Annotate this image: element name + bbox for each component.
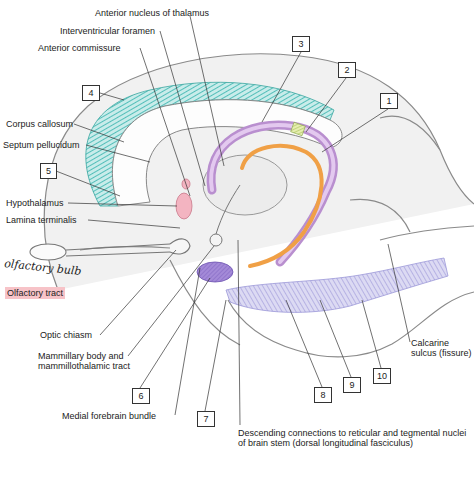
leader-lines — [160, 31, 205, 186]
olfactory-structures — [30, 239, 190, 260]
leader-lines — [362, 300, 381, 368]
brain-outline — [44, 54, 474, 357]
olfactory-structures — [66, 244, 170, 256]
leader-lines — [140, 278, 210, 388]
anatomy-label: Optic chiasm — [40, 330, 92, 340]
leader-lines — [140, 48, 190, 196]
mammillary-body — [210, 234, 222, 246]
leader-lines — [205, 300, 226, 411]
olfactory-structures — [170, 239, 190, 254]
callout-box: 4 — [82, 85, 100, 101]
anatomy-label: Anterior commissure — [38, 43, 121, 53]
leader-lines — [88, 220, 180, 228]
hypothalamus-region — [176, 179, 192, 219]
anatomy-label: Lamina terminalis — [6, 215, 77, 225]
callout-number: 6 — [138, 391, 143, 401]
brain-outline — [380, 116, 440, 150]
anatomy-label: Mammillary body and mammillothalamic tra… — [38, 351, 143, 371]
anatomy-label: Olfactory tract — [5, 287, 65, 299]
parahippocampal-gyrus — [226, 258, 448, 312]
brain-outline — [380, 226, 474, 240]
leader-lines — [100, 93, 124, 100]
callout-box: 1 — [380, 93, 398, 109]
brain-outline — [350, 199, 410, 232]
callout-number: 5 — [46, 166, 51, 176]
callout-number: 4 — [88, 88, 93, 98]
olfactory-structures — [30, 244, 66, 260]
leader-lines — [68, 203, 177, 206]
leader-lines — [322, 109, 388, 152]
callout-number: 2 — [344, 65, 349, 75]
brain-outline — [170, 260, 240, 345]
anatomy-label: Anterior nucleus of thalamus — [95, 8, 209, 18]
callout-box: 3 — [292, 36, 310, 52]
anatomy-label: Medial forebrain bundle — [62, 411, 156, 421]
anatomy-label: Descending connections to reticular and … — [238, 428, 470, 448]
mammillary-body — [216, 185, 240, 234]
callout-number: 7 — [203, 414, 208, 424]
callout-box: 10 — [373, 368, 391, 384]
leader-lines — [238, 240, 240, 425]
brain-outline — [44, 54, 474, 290]
callout-box: 6 — [132, 388, 150, 404]
callout-number: 1 — [386, 96, 391, 106]
leader-lines — [100, 250, 176, 335]
anatomy-label: Septum pellucidum — [3, 140, 80, 150]
anatomy-label: Corpus callosum — [6, 119, 73, 129]
leader-lines — [388, 244, 410, 342]
callout-box: 8 — [314, 387, 332, 403]
anatomy-label: Calcarine sulcus (fissure) — [411, 338, 473, 358]
callout-box: 2 — [338, 62, 356, 78]
indusium-griseum — [291, 122, 306, 136]
callout-box: 5 — [40, 163, 57, 179]
handwritten-label: olfactory bulb — [4, 258, 82, 278]
leader-lines — [320, 300, 351, 377]
anatomy-label: Interventricular foramen — [60, 26, 155, 36]
leader-lines — [306, 78, 346, 132]
hypothalamus-region — [176, 193, 192, 219]
callout-number: 3 — [298, 39, 303, 49]
callout-box: 7 — [197, 411, 215, 427]
stria-terminalis — [242, 146, 322, 266]
callout-number: 10 — [377, 371, 387, 381]
amygdala — [197, 262, 233, 282]
callout-number: 8 — [320, 390, 325, 400]
callout-number: 9 — [349, 380, 354, 390]
leader-lines — [190, 16, 224, 166]
callout-box: 9 — [343, 377, 361, 393]
leader-lines — [74, 124, 124, 142]
anatomy-label: Hypothalamus — [6, 198, 64, 208]
leader-lines — [175, 268, 200, 415]
leader-lines — [56, 171, 120, 196]
leader-lines — [286, 300, 322, 387]
mammillary-body — [210, 185, 240, 246]
leader-lines — [262, 52, 301, 122]
leader-lines — [86, 145, 150, 162]
